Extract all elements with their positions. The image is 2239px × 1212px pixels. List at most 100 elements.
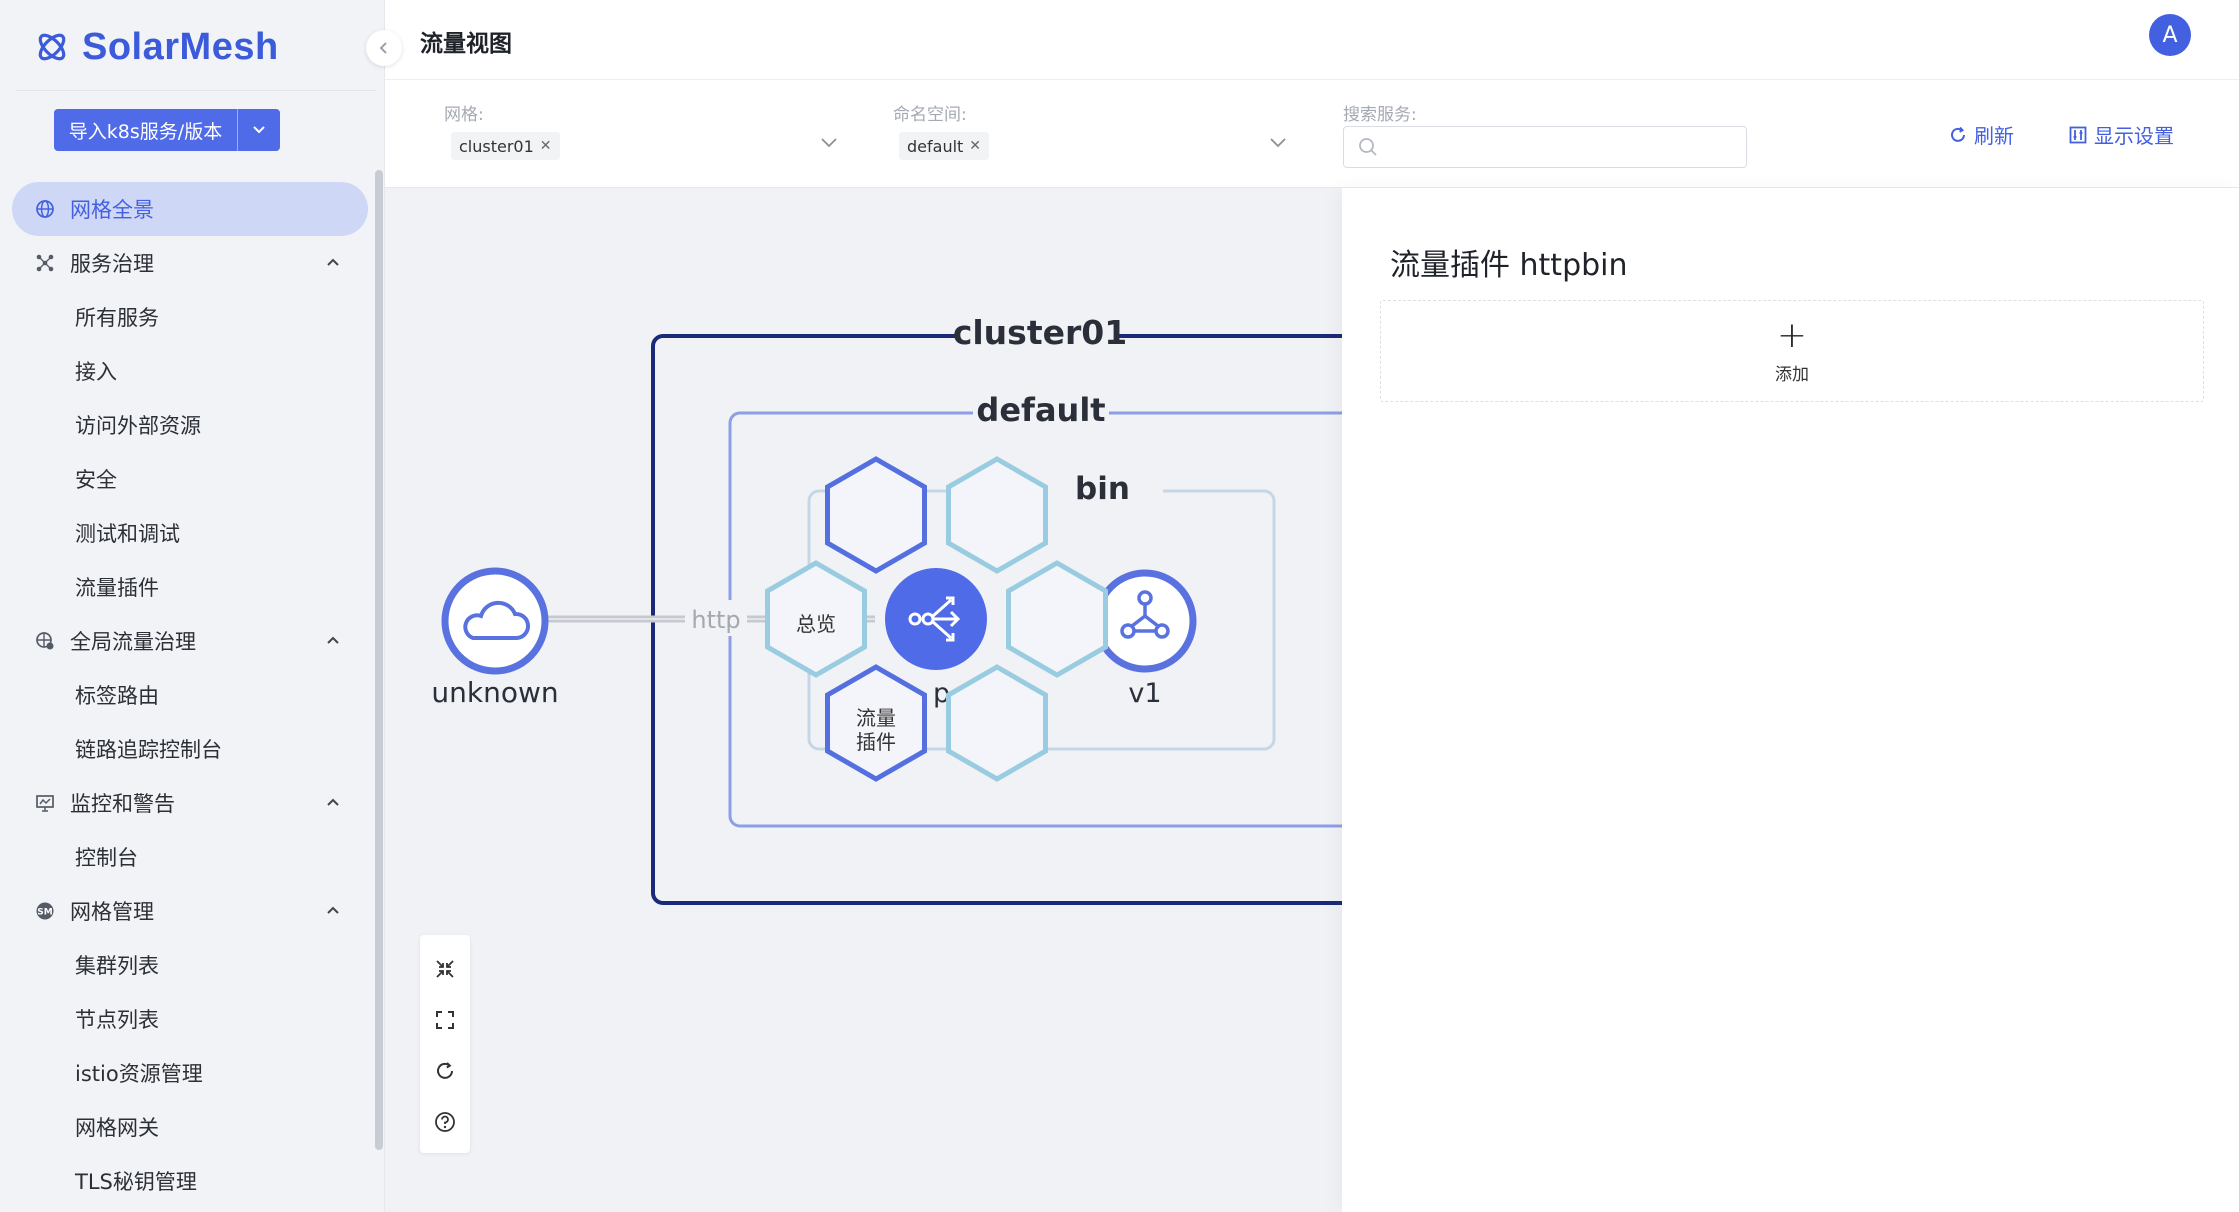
refresh-icon: [1951, 126, 1965, 142]
sidebar-item-label: 链路追踪控制台: [75, 738, 222, 762]
menu-traffic-plugin-label-1[interactable]: 流量: [856, 706, 896, 730]
sidebar-item-label: 网格管理: [70, 900, 154, 924]
sidebar: SolarMesh 导入k8s服务/版本 网格全景服务治理所有服务接入访问外部资…: [0, 0, 385, 1212]
mesh-manage-icon: SM: [34, 900, 56, 922]
app-logo[interactable]: SolarMesh: [34, 22, 279, 72]
sidebar-item-1-group[interactable]: 服务治理: [12, 236, 368, 290]
sidebar-item-9[interactable]: 标签路由: [12, 668, 368, 722]
collapse-sidebar-button[interactable]: [366, 30, 402, 66]
sidebar-item-label: 网格网关: [75, 1116, 159, 1140]
sidebar-item-2[interactable]: 所有服务: [12, 290, 368, 344]
search-service-input[interactable]: [1343, 126, 1747, 168]
menu-hex-overview[interactable]: [765, 560, 867, 678]
sidebar-item-14[interactable]: 集群列表: [12, 938, 368, 992]
mesh-select-tag[interactable]: cluster01 ✕: [451, 132, 560, 160]
sidebar-item-label: 流量插件: [75, 576, 159, 600]
namespace-filter-label: 命名空间:: [893, 105, 967, 125]
menu-hex-right[interactable]: [1006, 560, 1108, 678]
close-icon[interactable]: ✕: [969, 138, 982, 154]
sidebar-item-5[interactable]: 安全: [12, 452, 368, 506]
graph-toolbox: [420, 935, 470, 1153]
svg-text:SM: SM: [37, 908, 52, 918]
chevron-up-icon[interactable]: [326, 900, 340, 919]
namespace-label: default: [976, 391, 1105, 429]
plus-icon: +: [1776, 314, 1808, 356]
version-node-v1[interactable]: [1093, 569, 1197, 673]
menu-hex-bottom-right[interactable]: [946, 664, 1048, 782]
sidebar-item-12[interactable]: 控制台: [12, 830, 368, 884]
namespace-select-value: default: [907, 136, 964, 156]
app-name: SolarMesh: [82, 25, 279, 68]
display-settings-button[interactable]: 显示设置: [2068, 120, 2174, 149]
sidebar-item-11-group[interactable]: 监控和警告: [12, 776, 368, 830]
close-icon[interactable]: ✕: [539, 138, 552, 154]
sidebar-item-label: 访问外部资源: [75, 414, 201, 438]
sidebar-item-18[interactable]: TLS秘钥管理: [12, 1154, 368, 1208]
chevron-down-icon[interactable]: [238, 109, 280, 151]
menu-hex-top-right[interactable]: [946, 456, 1048, 574]
sidebar-item-label: 全局流量治理: [70, 630, 196, 654]
sidebar-item-17[interactable]: 网格网关: [12, 1100, 368, 1154]
question-icon: [435, 1112, 455, 1132]
sidebar-item-label: 安全: [75, 468, 117, 492]
chevron-up-icon[interactable]: [326, 252, 340, 271]
sidebar-item-13-group[interactable]: SM 网格管理: [12, 884, 368, 938]
menu-hex-top-left[interactable]: [825, 456, 927, 574]
edge-protocol-label: http: [691, 606, 740, 634]
service-radial-menu[interactable]: [765, 456, 1108, 782]
cloud-icon: [463, 600, 530, 640]
traffic-graph-canvas[interactable]: cluster01 default bin http unknown: [385, 188, 1342, 1212]
chevron-up-icon[interactable]: [326, 630, 340, 649]
sidebar-scrollbar[interactable]: [375, 170, 383, 1150]
version-node-label: v1: [1128, 678, 1161, 709]
namespace-select-tag[interactable]: default ✕: [899, 132, 990, 160]
chevron-down-icon[interactable]: [1269, 132, 1287, 153]
sidebar-item-0-group[interactable]: 网格全景: [12, 182, 368, 236]
menu-overview-label[interactable]: 总览: [796, 612, 836, 636]
reset-button[interactable]: [420, 1046, 470, 1096]
sidebar-item-label: 接入: [75, 360, 117, 384]
sidebar-item-label: istio资源管理: [75, 1062, 203, 1086]
menu-hex-traffic-plugin[interactable]: [825, 664, 927, 782]
unknown-node[interactable]: [441, 567, 549, 675]
help-button[interactable]: [420, 1097, 470, 1147]
service-node-httpbin[interactable]: [885, 568, 987, 670]
sidebar-item-8-group[interactable]: 全局流量治理: [12, 614, 368, 668]
drawer-title: 流量插件 httpbin: [1390, 248, 1628, 283]
sidebar-item-16[interactable]: istio资源管理: [12, 1046, 368, 1100]
sidebar-item-6[interactable]: 测试和调试: [12, 506, 368, 560]
collapse-arrows-icon: [436, 960, 454, 978]
import-k8s-button-label[interactable]: 导入k8s服务/版本: [54, 109, 238, 151]
import-k8s-button[interactable]: 导入k8s服务/版本: [54, 109, 280, 151]
sidebar-item-10[interactable]: 链路追踪控制台: [12, 722, 368, 776]
traffic-graph[interactable]: cluster01 default bin http unknown: [385, 188, 1342, 1212]
sidebar-item-15[interactable]: 节点列表: [12, 992, 368, 1046]
filter-bar: 网格: cluster01 ✕ 命名空间: default ✕ 搜索服务: 刷新…: [385, 80, 2239, 188]
sidebar-item-3[interactable]: 接入: [12, 344, 368, 398]
fullscreen-button[interactable]: [420, 995, 470, 1045]
sidebar-item-label: 集群列表: [75, 954, 159, 978]
top-header: 流量视图 A: [385, 0, 2239, 80]
search-icon: [1359, 138, 1377, 156]
refresh-button[interactable]: 刷新: [1948, 120, 2014, 149]
sidebar-item-4[interactable]: 访问外部资源: [12, 398, 368, 452]
workload-icon: [1120, 590, 1170, 639]
mesh-select-value: cluster01: [459, 136, 534, 156]
chevron-down-icon[interactable]: [820, 132, 838, 153]
menu-traffic-plugin-label-2[interactable]: 插件: [856, 730, 896, 754]
service-label: bin: [1075, 471, 1130, 507]
fit-view-button[interactable]: [420, 944, 470, 994]
sidebar-item-label: 控制台: [75, 846, 138, 870]
mesh-filter-label: 网格:: [444, 105, 484, 125]
settings-icon: [2069, 126, 2087, 143]
refresh-label: 刷新: [1974, 124, 2014, 148]
solarmesh-logo-icon: [38, 33, 66, 61]
chevron-up-icon[interactable]: [326, 792, 340, 811]
fullscreen-icon: [436, 1011, 454, 1029]
global-traffic-icon: [34, 630, 56, 652]
sidebar-item-7[interactable]: 流量插件: [12, 560, 368, 614]
add-plugin-label: 添加: [1775, 364, 1809, 385]
user-avatar[interactable]: A: [2149, 14, 2191, 56]
add-plugin-button[interactable]: + 添加: [1380, 300, 2204, 402]
sidebar-item-label: 所有服务: [75, 306, 159, 330]
